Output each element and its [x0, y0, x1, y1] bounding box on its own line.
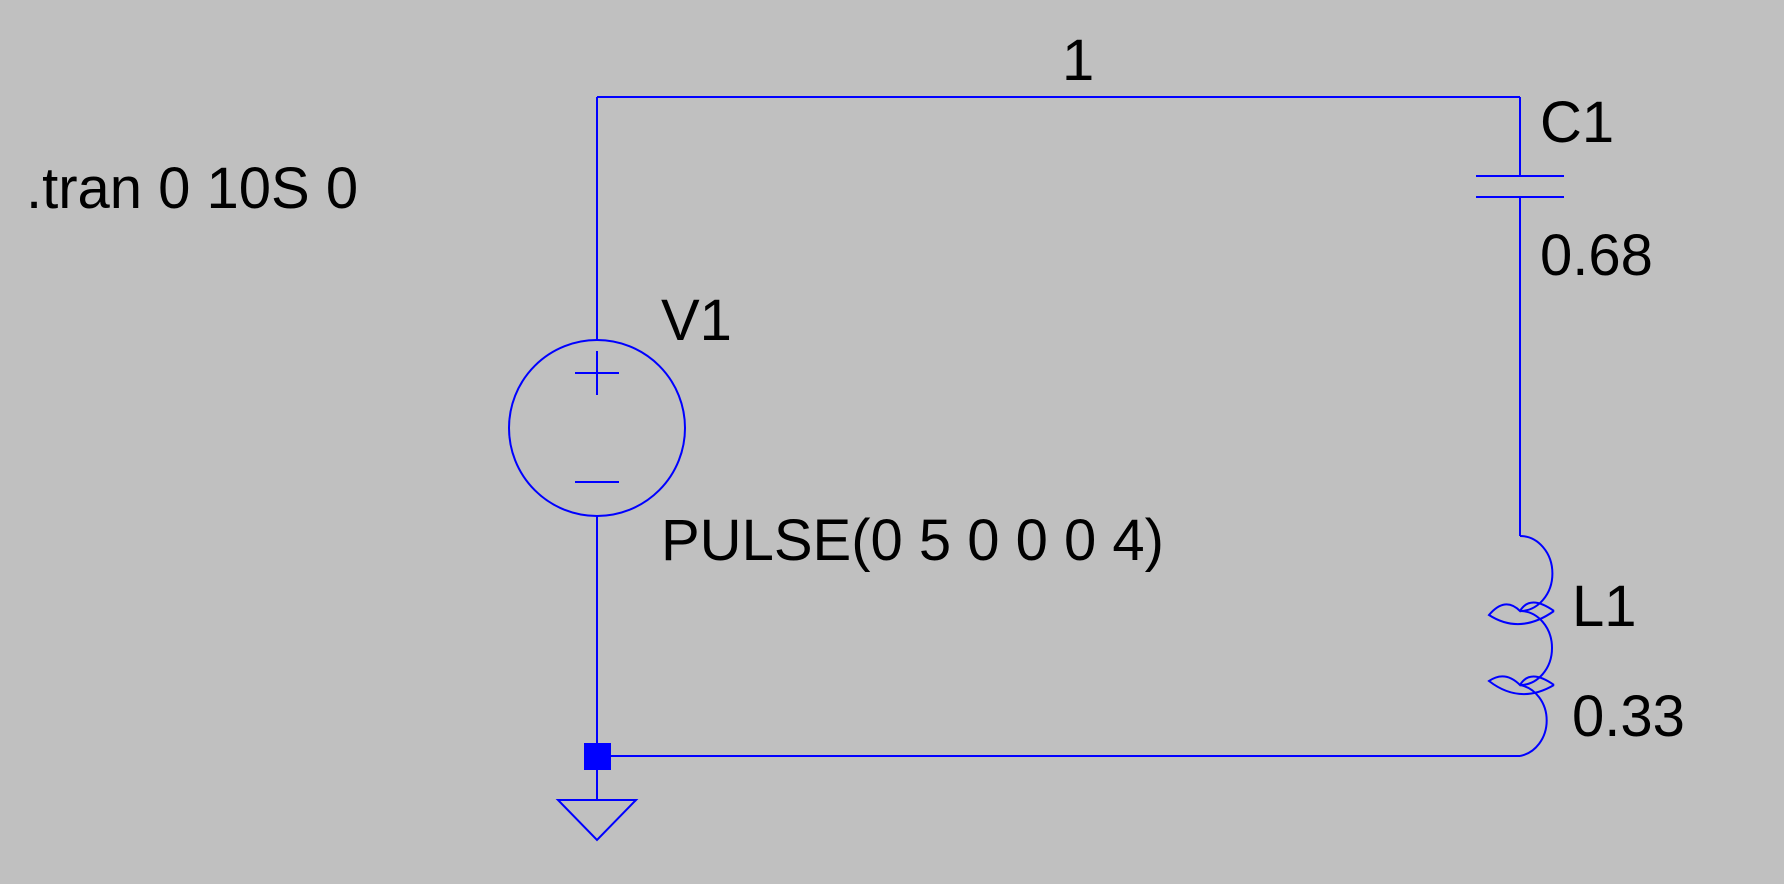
inductor-l1[interactable] — [1487, 535, 1555, 757]
net-label[interactable]: 1 — [1062, 28, 1094, 93]
c1-name-label[interactable]: C1 — [1540, 90, 1614, 155]
voltage-source-v1[interactable] — [508, 339, 686, 517]
capacitor-c1[interactable] — [1476, 175, 1564, 280]
c1-value-label[interactable]: 0.68 — [1540, 223, 1653, 288]
l1-value-label[interactable]: 0.33 — [1572, 684, 1685, 749]
inductor-loop-lower — [1487, 675, 1555, 696]
v1-value-label[interactable]: PULSE(0 5 0 0 0 4) — [661, 508, 1164, 573]
l1-name-label[interactable]: L1 — [1572, 574, 1637, 639]
inductor-loop-upper — [1487, 601, 1555, 626]
voltage-source-circle — [508, 339, 686, 517]
spice-directive[interactable]: .tran 0 10S 0 — [26, 156, 358, 221]
ground-symbol[interactable] — [555, 743, 639, 842]
wires[interactable] — [596, 96, 1521, 800]
ground-node-square — [584, 743, 611, 770]
plus-sign-icon — [575, 351, 619, 395]
ground-triangle-icon — [555, 799, 639, 842]
inductor-coil — [1519, 535, 1554, 757]
v1-name-label[interactable]: V1 — [661, 288, 732, 353]
